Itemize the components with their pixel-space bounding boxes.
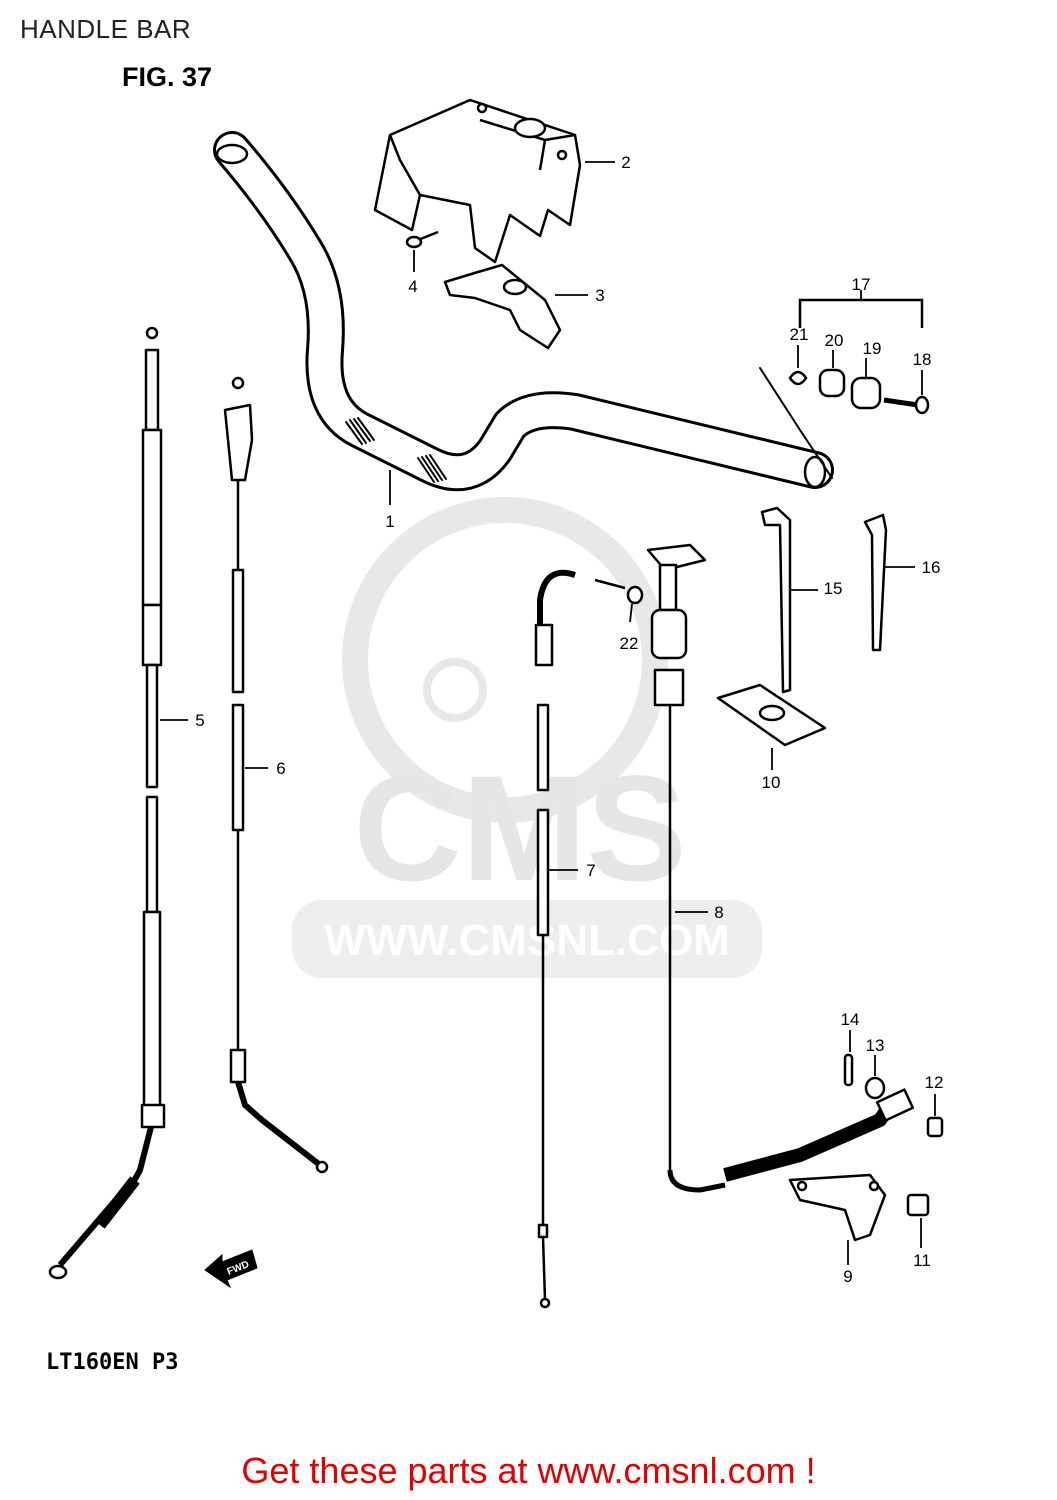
watermark-brand: CMS	[353, 744, 686, 912]
figure-label: FIG. 37	[122, 62, 213, 92]
fwd-arrow-icon	[204, 1249, 258, 1289]
reverse-cable-part-8	[646, 543, 915, 1193]
bracket-part	[443, 263, 562, 350]
callout-9: 9	[843, 1267, 852, 1286]
callout-13: 13	[866, 1036, 885, 1055]
fasteners	[843, 1053, 944, 1217]
cable-bracket-part-9	[788, 1173, 887, 1242]
bolt-part-11	[906, 1193, 930, 1217]
washer-part-22	[626, 585, 644, 605]
callout-16: 16	[922, 558, 941, 577]
bolt-part-18	[883, 397, 919, 408]
footer-cta-link[interactable]: Get these parts at www.cmsnl.com !	[241, 1450, 816, 1491]
handlebar-cover-part	[373, 98, 582, 264]
pin-part-14	[843, 1053, 854, 1087]
cable-ties	[760, 506, 888, 694]
callout-1: 1	[385, 512, 394, 531]
plate-part-10	[716, 683, 827, 747]
bolt-part-12	[926, 1116, 944, 1138]
callout-14: 14	[841, 1010, 860, 1029]
cable-part-7	[534, 569, 626, 1309]
weight-part-20	[818, 368, 846, 398]
washer-part-13	[864, 1076, 886, 1100]
callout-8: 8	[714, 903, 723, 922]
cable-part-5	[48, 326, 166, 1280]
callout-7: 7	[586, 861, 595, 880]
callout-17: 17	[852, 275, 871, 294]
screw-part-4	[405, 230, 439, 249]
callout-21: 21	[790, 325, 809, 344]
watermark-url: WWW.CMSNL.COM	[324, 916, 730, 965]
callout-18: 18	[913, 350, 932, 369]
callout-4: 4	[408, 277, 417, 296]
callout-19: 19	[863, 339, 882, 358]
fwd-arrow: FWD	[204, 1249, 258, 1289]
cable-part-6	[223, 376, 329, 1174]
watermark-mascot-head	[342, 497, 668, 823]
handlebar-part	[213, 131, 834, 492]
leader-lines	[160, 161, 936, 1265]
callout-22: 22	[620, 634, 639, 653]
callout-6: 6	[276, 759, 285, 778]
watermark-mascot-eye	[423, 658, 487, 722]
callout-11: 11	[913, 1251, 931, 1270]
callout-15: 15	[824, 579, 843, 598]
tie-part-15	[760, 506, 792, 694]
page-title: HANDLE BAR	[20, 14, 192, 44]
callout-2: 2	[621, 153, 630, 172]
watermark: CMS WWW.CMSNL.COM	[292, 497, 762, 978]
weight-part-19	[850, 376, 882, 410]
callout-10: 10	[762, 773, 781, 792]
callout-5: 5	[195, 711, 204, 730]
tie-part-16	[863, 513, 888, 652]
model-code: LT160EN P3	[46, 1350, 179, 1375]
washer-part-21	[788, 370, 808, 386]
watermark-url-bar	[292, 900, 762, 978]
callout-3: 3	[595, 286, 604, 305]
bar-end-assembly	[788, 298, 930, 415]
callout-numbers: 1 2 3 4 5 6 7 8 9 10 11 12 13 14 15 16 1…	[195, 153, 943, 1286]
callout-20: 20	[825, 331, 844, 350]
callout-12: 12	[925, 1073, 944, 1092]
